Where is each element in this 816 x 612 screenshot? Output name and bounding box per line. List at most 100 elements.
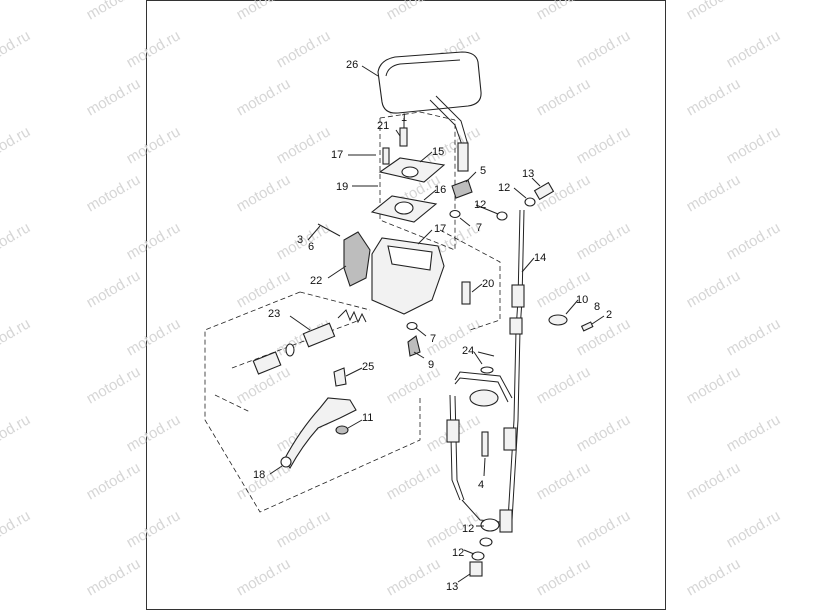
leader-lines [269,65,605,583]
watermark-text: motod.ru [534,75,594,119]
watermark-text: motod.ru [274,507,334,551]
watermark-text: motod.ru [534,459,594,503]
washer-7 [449,209,461,219]
part-label-13: 13 [522,168,534,180]
watermark-text: motod.ru [84,75,144,119]
watermark-text: motod.ru [84,459,144,503]
watermark-text: motod.ru [724,219,784,263]
watermark-text: motod.ru [684,363,744,407]
watermark-text: motod.ru [724,507,784,551]
watermark-text: motod.ru [684,171,744,215]
bushing-25 [333,367,347,387]
watermark-text: motod.ru [124,123,184,167]
assembly-outlines [204,111,501,513]
part-label-12: 12 [498,182,510,194]
watermark-text: motod.ru [124,507,184,551]
part-label-8: 8 [594,301,600,313]
watermark-text: motod.ru [684,459,744,503]
watermark-text: motod.ru [724,27,784,71]
watermark-text: motod.ru [574,27,634,71]
part-label-12: 12 [452,547,464,559]
brake-lever-18 [280,367,357,470]
part-label-21: 21 [377,120,389,132]
watermark-text: motod.ru [234,267,294,311]
watermark-text: motod.ru [124,27,184,71]
part-label-14: 14 [534,252,546,264]
screw-17 [382,147,390,165]
watermark-text: motod.ru [724,411,784,455]
reservoir-top-parts [370,127,473,223]
watermark-text: motod.ru [274,123,334,167]
watermark-text: motod.ru [124,315,184,359]
brake-lines [446,209,525,533]
watermark-text: motod.ru [384,555,444,599]
watermark-text: motod.ru [124,411,184,455]
part-label-24: 24 [462,345,474,357]
watermark-text: motod.ru [534,363,594,407]
part-label-4: 4 [478,479,484,491]
banjo-bolt-13-bottom [469,561,483,577]
watermark-text: motod.ru [84,171,144,215]
boot [252,351,282,375]
watermark-text: motod.ru [84,0,144,23]
pivot-pin-20 [461,281,471,305]
lever [283,397,357,470]
watermark-text: motod.ru [684,75,744,119]
part-label-11: 11 [362,412,373,424]
fitting-a [511,284,525,308]
splitter-line [454,371,513,399]
watermark-text: motod.ru [0,411,33,455]
watermark-text: motod.ru [0,219,33,263]
watermark-text: motod.ru [574,123,634,167]
part-label-20: 20 [482,278,494,290]
part-label-15: 15 [432,146,444,158]
screw-21 [399,127,408,147]
grommet-5 [451,179,473,199]
watermark-text: motod.ru [574,507,634,551]
master-cylinder-body [317,223,471,315]
clamp-22 [343,231,371,287]
bolt-4 [481,431,489,457]
watermark-text: motod.ru [684,0,744,23]
watermark-text: motod.ru [84,363,144,407]
part-label-25: 25 [362,361,374,373]
part-label-26: 26 [346,59,358,71]
mirror-stem [429,99,463,146]
watermark-text: motod.ru [274,27,334,71]
part-label-10: 10 [576,294,588,306]
watermark-text: motod.ru [534,555,594,599]
watermark-text: motod.ru [234,75,294,119]
watermark-text: motod.ru [574,315,634,359]
watermark-text: motod.ru [84,555,144,599]
fasteners [469,181,594,577]
watermark-text: motod.ru [0,123,33,167]
watermark-text: motod.ru [274,219,334,263]
watermark-text: motod.ru [534,0,594,23]
watermark-text: motod.ru [384,459,444,503]
screw-11 [335,425,349,435]
piston-kit-23 [252,309,421,375]
watermark-text: motod.ru [234,0,294,23]
watermark-text: motod.ru [234,171,294,215]
watermark-text: motod.ru [574,219,634,263]
splitter-block [469,389,499,407]
part-label-1: 1 [401,112,407,124]
watermark-text: motod.ru [684,555,744,599]
mirror-head [377,51,482,114]
mirror-assembly [377,51,482,172]
spring [337,309,367,324]
line-14 [507,209,521,521]
watermark-text: motod.ru [0,27,33,71]
part-label-16: 16 [434,184,446,196]
piston [302,322,336,348]
part-label-23: 23 [268,308,280,320]
watermark-text: motod.ru [574,411,634,455]
part-label-17: 17 [331,149,343,161]
part-label-12: 12 [474,199,486,211]
part-label-17: 17 [434,223,446,235]
nut-9 [407,335,421,357]
part-label-7: 7 [476,222,482,234]
part-label-5: 5 [480,165,486,177]
